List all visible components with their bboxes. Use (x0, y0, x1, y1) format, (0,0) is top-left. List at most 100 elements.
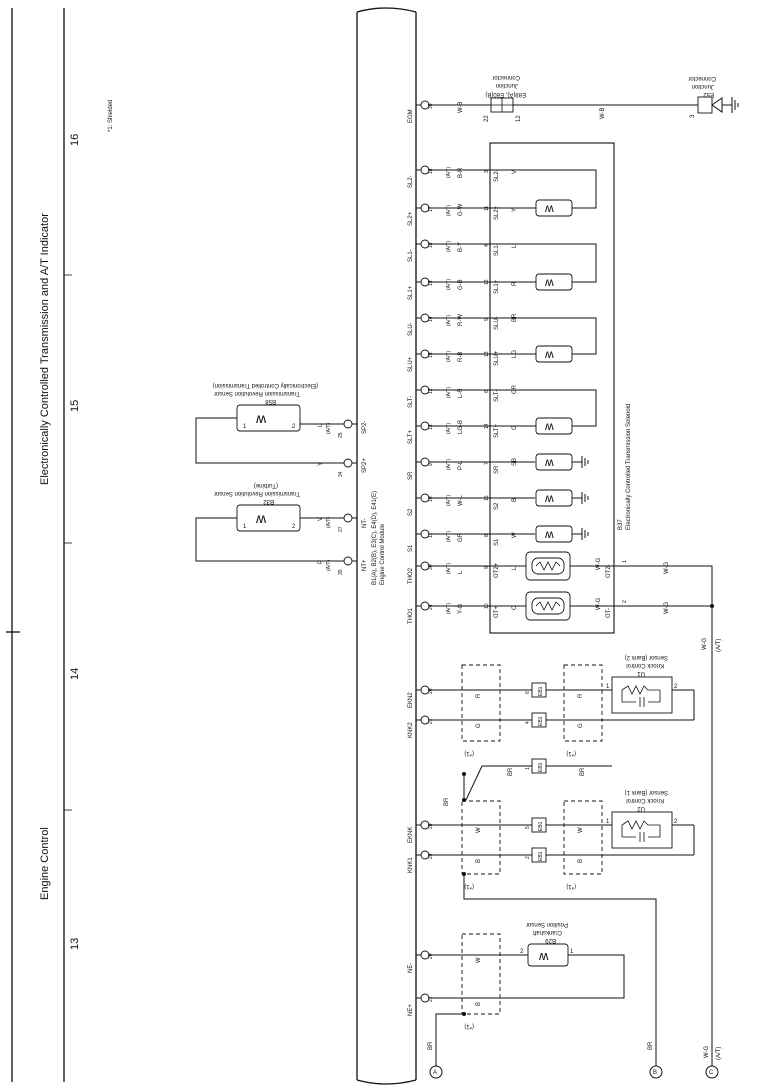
terminal-wire: W-B (458, 101, 464, 113)
bottom-connectors: W-G (A/T) A BR B BR C W-G (A/T) (428, 565, 722, 1079)
terminal-wire: Y-G (458, 604, 464, 614)
pin-circle (420, 239, 430, 249)
terminal-wire: V (318, 517, 324, 521)
terminal-name: NT+ (362, 559, 368, 571)
terminal-name: SP2+ (362, 458, 368, 473)
terminal-pin: 15 (428, 352, 434, 358)
crank-line1: Crankshaft (533, 929, 562, 935)
junction-e52-code: E52 (703, 91, 714, 97)
solenoid-pin-label: SLT+ (494, 423, 500, 438)
splice-eb1-6: EB1 6 (525, 682, 547, 698)
pin-circle (420, 349, 430, 359)
crank-pin-1: 1 (570, 949, 574, 955)
terminal-pin: 9 (428, 463, 434, 466)
terminal-at: (A/T) (446, 423, 452, 434)
terminal-pin: 12 (428, 388, 434, 394)
section-number-15: 15 (69, 400, 81, 412)
junction-e52-box (697, 96, 713, 114)
coil-icon: ʍ (545, 455, 554, 469)
splice-pin: 6 (525, 691, 531, 694)
solenoid-pin: 10 (484, 603, 490, 609)
terminal-pin: 14 (428, 316, 434, 322)
crank-wire-w: W (476, 957, 482, 963)
pin-circle (343, 458, 353, 468)
terminal-name: EGM (408, 109, 414, 123)
crank-line2: Position Sensor (526, 921, 568, 927)
solenoid-pin: 9 (484, 566, 490, 569)
sensor-u1-code: U1 (637, 670, 645, 676)
junction-connector-line2: Junction (496, 82, 518, 88)
solenoid-out-pin: 2 (622, 600, 628, 603)
terminal-name: SP2- (362, 421, 368, 434)
terminal-name: SL2+ (408, 211, 414, 226)
ecm-upper-terminals: SP2-25L(A/T)SP2+34YNT-27V(A/T)NT+35P(A/T… (318, 419, 368, 575)
terminal-name: S1 (408, 544, 414, 552)
ecm-terminal-ne-: NE+21 (408, 993, 434, 1016)
splice-pin: 5 (525, 826, 531, 829)
crank-shield-label: (*1) (464, 1023, 474, 1029)
coil-icon: ʍ (545, 527, 554, 541)
junction-e52-line3: Connector (688, 75, 716, 81)
terminal-pin: 34 (338, 471, 344, 477)
pin-circle (420, 457, 430, 467)
terminal-pin: 21 (428, 718, 434, 724)
terminal-wire: B-R (458, 167, 464, 178)
br-wire-label-1: BR (444, 797, 450, 806)
terminal-wire: GR (458, 532, 464, 542)
solenoid-wire: L (512, 566, 518, 570)
solenoid-pin: 12 (484, 279, 490, 285)
wire-w-2: W (578, 827, 584, 833)
terminal-at: (A/T) (326, 423, 332, 434)
terminal-at: (A/T) (446, 351, 452, 362)
terminal-pin: 18 (428, 168, 434, 174)
section-number-16: 16 (69, 134, 81, 146)
sensor-b32-code: B32 (263, 498, 274, 504)
solenoid-grounded-coil: ʍ (535, 489, 589, 507)
connector-c-letter: C (709, 1070, 714, 1076)
wire-r-2: R (578, 693, 584, 698)
coil-icon: ʍ (545, 419, 554, 433)
crank-coil-icon: ʍ (539, 948, 549, 963)
terminal-name: NE+ (408, 1004, 414, 1016)
terminal-at: (A/T) (446, 603, 452, 614)
solenoid-pin: 7 (484, 462, 490, 465)
solenoid-wire: R (512, 281, 518, 286)
ecm-body: B1(A), B2(B), E3(C), E4(D), E41(E) Engin… (356, 7, 417, 1085)
solenoid-name: Electronically Controlled Transmission S… (626, 404, 632, 530)
pin-circle (420, 601, 430, 611)
sensor-b58-line2: (Electronically Controlled Transmission) (213, 382, 318, 388)
terminal-name: SLU+ (408, 356, 414, 372)
junction-e52-pin: 3 (690, 114, 696, 118)
terminal-pin: 17 (428, 206, 434, 212)
coil-icon: ʍ (545, 347, 554, 361)
terminal-wire: Y (318, 462, 324, 466)
pin-circle (420, 561, 430, 571)
ecm-terminal-ne-: NE-20 (408, 950, 434, 973)
pin-circle (420, 993, 430, 1003)
sensor-u2-line1: Knock Control (626, 797, 664, 803)
terminal-at: (A/T) (446, 531, 452, 542)
pin-circle (420, 277, 430, 287)
solenoid-pin-label: S1 (494, 538, 500, 546)
coil-icon: ʍ (545, 275, 554, 289)
terminal-wire: L-R (458, 388, 464, 398)
sensor-u2-pin-2: 2 (674, 819, 678, 825)
solenoid-pin: 11 (484, 206, 490, 211)
splice-pin: 4 (525, 721, 531, 724)
connector-a-wire: BR (428, 1041, 434, 1050)
terminal-name: SL1+ (408, 285, 414, 300)
terminal-pin: 35 (338, 569, 344, 575)
solenoid-coil: ʍ (535, 317, 597, 363)
solenoid-pin-label: OT2+ (494, 562, 500, 578)
sensor-b32: ʍ 1 2 B32 Transmission Revolution Sensor… (195, 482, 342, 562)
resistor-icon (621, 685, 660, 695)
